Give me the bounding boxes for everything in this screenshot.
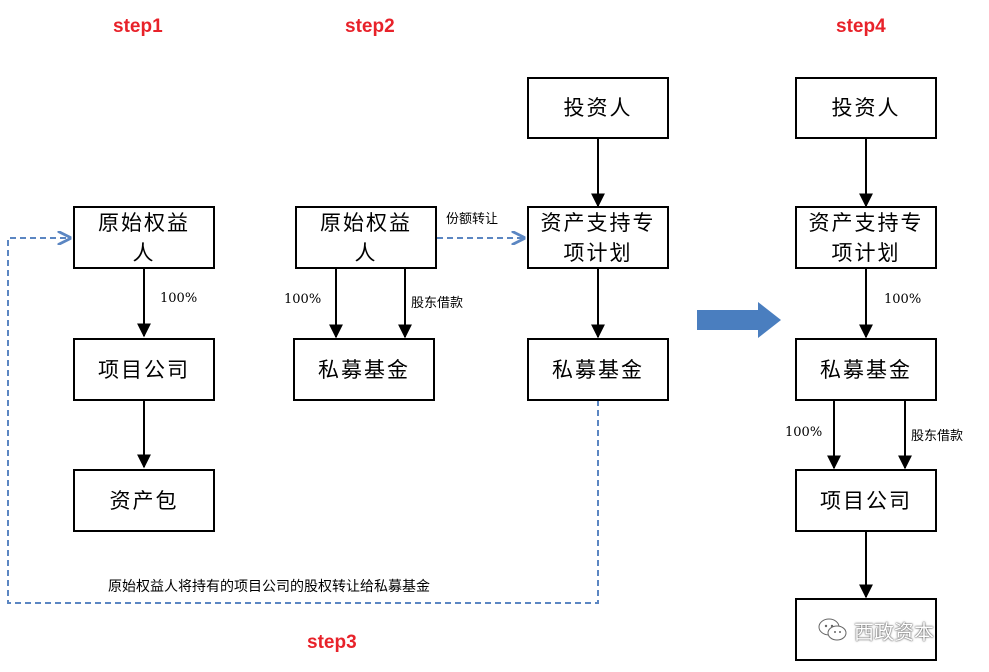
s2-abs-plan-text: 资产支持专项计划	[540, 210, 656, 265]
s1-asset-package-text: 资产包	[109, 488, 179, 513]
watermark-text: 西政资本	[854, 619, 934, 644]
s4-private-fund-text: 私募基金	[820, 357, 912, 382]
s2-transfer-label: 份额转让	[446, 212, 499, 227]
s1-project-company-text: 项目公司	[98, 357, 190, 382]
s4-pct-label: 100%	[785, 425, 823, 440]
dashed-loop-equity-transfer	[7, 238, 599, 604]
s4-investor-box: 投资人	[795, 77, 937, 139]
s1-pct-label: 100%	[160, 291, 198, 306]
s1-original-holder-box: 原始权益人	[73, 206, 215, 269]
s2-investor-box: 投资人	[527, 77, 669, 139]
s2-fund-in-plan-text: 私募基金	[552, 357, 644, 382]
s4-abs-plan-box: 资产支持专项计划	[795, 206, 937, 269]
s2-private-fund-box: 私募基金	[293, 338, 435, 401]
s4-pct-top-label: 100%	[884, 292, 922, 307]
step4-label: step4	[836, 16, 886, 37]
s1-project-company-box: 项目公司	[73, 338, 215, 401]
s4-investor-text: 投资人	[831, 96, 901, 120]
s2-pct-label: 100%	[284, 292, 322, 307]
s2-original-holder-text: 原始权益人	[320, 210, 412, 265]
step3-label: step3	[307, 632, 357, 653]
s2-original-holder-box: 原始权益人	[295, 206, 437, 269]
s1-asset-package-box: 资产包	[73, 469, 215, 532]
s4-project-company-text: 项目公司	[820, 488, 912, 513]
big-right-arrow	[697, 302, 781, 338]
s4-project-company-box: 项目公司	[795, 469, 937, 532]
step2-label: step2	[345, 16, 395, 37]
s2-investor-text: 投资人	[563, 96, 633, 120]
s2-abs-plan-box: 资产支持专项计划	[527, 206, 669, 269]
s2-private-fund-text: 私募基金	[318, 357, 410, 382]
wechat-icon	[818, 618, 847, 641]
s2-loan-label: 股东借款	[411, 296, 464, 311]
watermark: 西政资本	[818, 613, 978, 647]
step1-label: step1	[113, 16, 163, 37]
s1-original-holder-text: 原始权益人	[98, 210, 190, 265]
s4-loan-label: 股东借款	[911, 429, 964, 444]
s4-private-fund-box: 私募基金	[795, 338, 937, 401]
s3-note-label: 原始权益人将持有的项目公司的股权转让给私募基金	[108, 579, 430, 595]
s4-bottom-box	[795, 598, 937, 661]
s2-fund-in-plan-box: 私募基金	[527, 338, 669, 401]
s4-abs-plan-text: 资产支持专项计划	[808, 210, 924, 265]
